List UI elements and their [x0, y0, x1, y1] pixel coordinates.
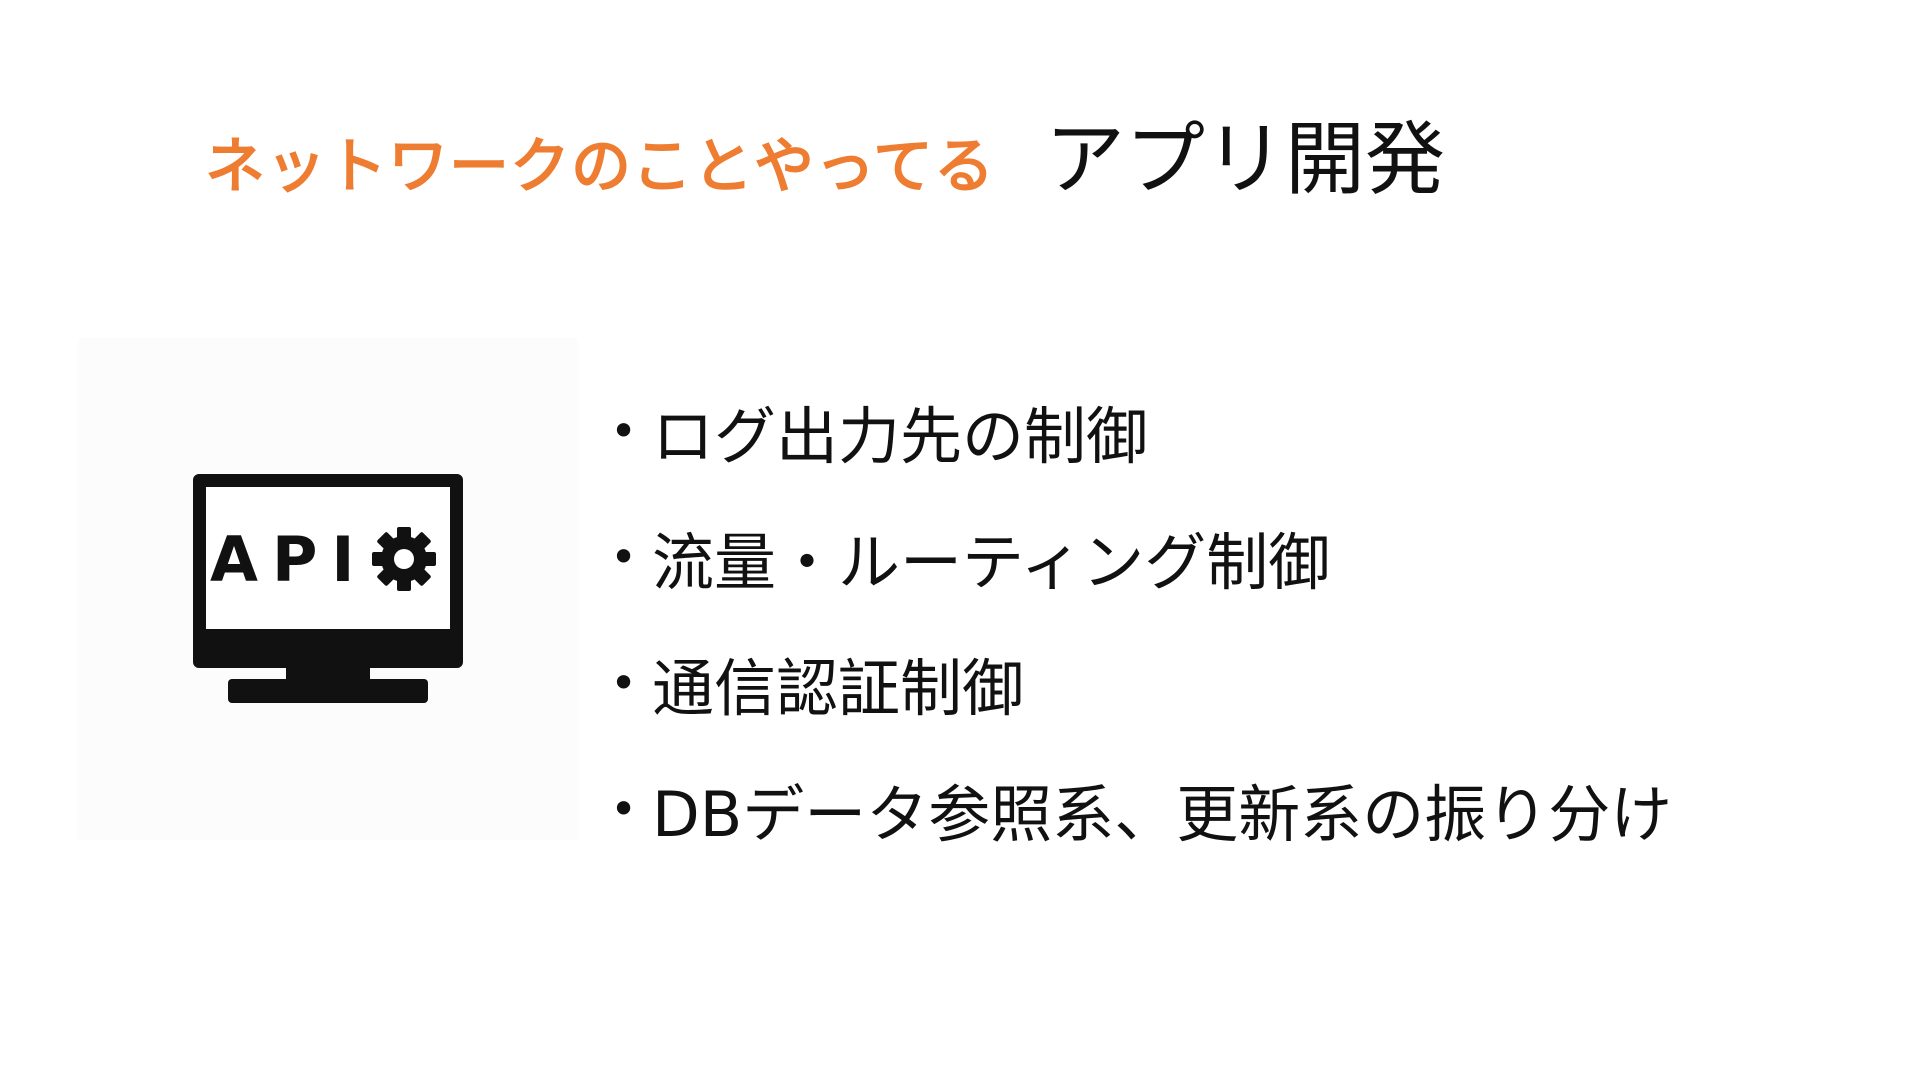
bullet-dot: •	[610, 404, 638, 458]
title-accent-text: ネットワークのことやってる	[205, 132, 995, 202]
title-row: ネットワークのことやってる アプリ開発	[205, 95, 1445, 211]
bullet-list: • ログ出力先の制御 • 流量・ルーティング制御 • 通信認証制御 • DBデー…	[610, 368, 1672, 872]
list-item: • 流量・ルーティング制御	[610, 494, 1672, 620]
list-item-text: DBデータ参照系、更新系の振り分け	[652, 778, 1673, 851]
page-title: アプリ開発	[1045, 113, 1445, 206]
gear-icon	[372, 527, 436, 591]
bullet-dot: •	[610, 530, 638, 584]
icon-panel: API	[78, 338, 578, 840]
list-item-text: 流量・ルーティング制御	[652, 526, 1331, 599]
list-item: • ログ出力先の制御	[610, 368, 1672, 494]
api-monitor-icon: API	[193, 474, 463, 703]
list-item-text: 通信認証制御	[652, 652, 1025, 725]
list-item-text: ログ出力先の制御	[652, 400, 1149, 473]
bullet-dot: •	[610, 782, 638, 836]
list-item: • 通信認証制御	[610, 620, 1672, 746]
bullet-dot: •	[610, 656, 638, 710]
list-item: • DBデータ参照系、更新系の振り分け	[610, 746, 1672, 872]
api-label: API	[210, 523, 369, 596]
